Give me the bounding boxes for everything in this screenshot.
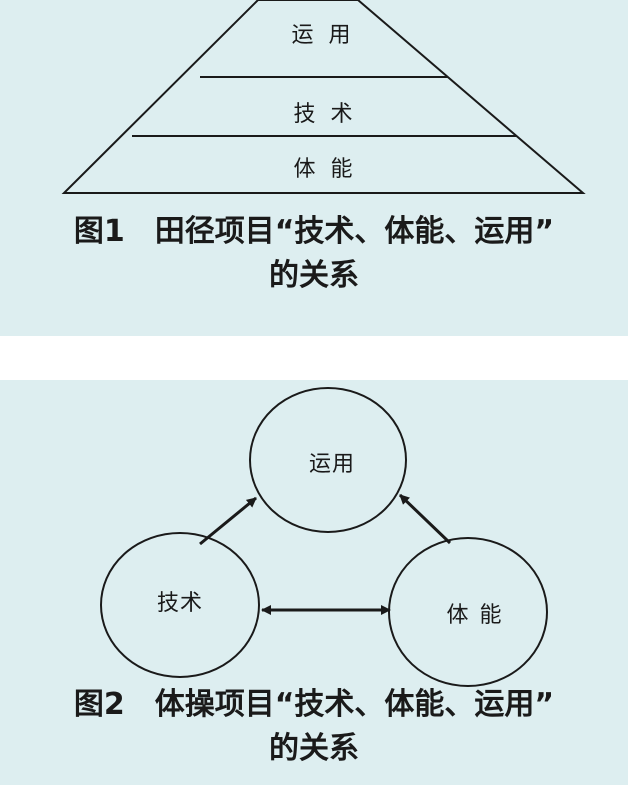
- pyramid-diagram: 运 用 技 术 体 能: [61, 0, 586, 194]
- pyramid-level-middle: 技 术: [294, 102, 357, 127]
- figure2-caption: 图2 体操项目“技术、体能、运用” 的关系: [0, 683, 628, 771]
- figure2-caption-line2: 的关系: [269, 731, 359, 766]
- figure2-panel: 运用 技术 体 能 图2 体操项目“技术、体能、运用” 的关系: [0, 380, 628, 785]
- figure1-panel: 运 用 技 术 体 能 图1 田径项目“技术、体能、运用” 的关系: [0, 0, 628, 336]
- pyramid-level-top: 运 用: [292, 23, 355, 48]
- node-fitness-label: 体 能: [447, 603, 504, 628]
- node-technique-label: 技术: [157, 591, 203, 616]
- figure1-caption-line1: 图1 田径项目“技术、体能、运用”: [73, 214, 555, 249]
- node-application-label: 运用: [309, 452, 355, 477]
- arrow-technique-to-application: [199, 496, 257, 546]
- cycle-diagram: 运用 技术 体 能: [100, 387, 548, 687]
- pyramid-outline: [61, 0, 586, 194]
- pyramid-level-bottom: 体 能: [294, 157, 357, 182]
- node-technique-circle: [100, 532, 260, 678]
- node-application-circle: [249, 387, 407, 533]
- figure1-caption: 图1 田径项目“技术、体能、运用” 的关系: [0, 210, 628, 298]
- figure1-caption-line2: 的关系: [269, 258, 359, 293]
- figure2-caption-line1: 图2 体操项目“技术、体能、运用”: [73, 687, 555, 722]
- arrow-fitness-to-application: [398, 493, 452, 545]
